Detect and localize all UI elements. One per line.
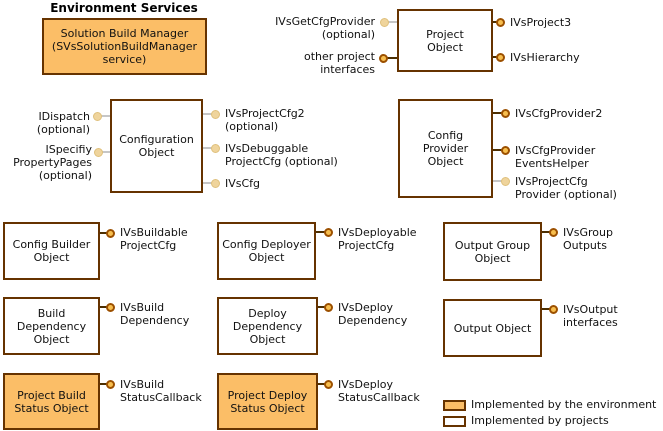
interface-label-ivsdeploystatuscallback: IVsDeploy StatusCallback: [338, 378, 420, 404]
connector-line-ivscfgprovidereventshelper: [493, 149, 505, 151]
interface-label-ivsoutputinterfaces: IVsOutput interfaces: [563, 303, 618, 329]
lollipop-icon-ivsbuilddependency: [106, 303, 115, 312]
config-builder-object-box: Config Builder Object: [3, 222, 100, 280]
solution-build-manager-box: Solution Build Manager (SVsSolutionBuild…: [42, 18, 207, 75]
interface-label-ivscfgprovidereventshelper: IVsCfgProvider EventsHelper: [515, 144, 596, 170]
interface-label-ivsdeploydependency: IVsDeploy Dependency: [338, 301, 408, 327]
deploy-dependency-object-box: Deploy Dependency Object: [217, 297, 318, 355]
connector-line-ivsprojectcfg2: [203, 113, 215, 115]
project-build-status-object-box: Project Build Status Object: [3, 373, 100, 430]
interface-label-ivsbuildableprojectcfg: IVsBuildable ProjectCfg: [120, 226, 188, 252]
lollipop-icon-other-project-interfaces: [379, 54, 388, 63]
lollipop-icon-ivsdebuggableprojectcfg: [211, 144, 220, 153]
lollipop-icon-ivsgroupoutputs: [549, 228, 558, 237]
connector-line-ivsoutputinterfaces: [542, 308, 553, 310]
interface-label-ivsbuilddependency: IVsBuild Dependency: [120, 301, 190, 327]
interface-label-ivsprojectcfg2: IVsProjectCfg2 (optional): [225, 107, 305, 133]
connector-line-ispecifiypropertypages: [98, 151, 110, 153]
connector-line-ivsdeploystatuscallback: [318, 383, 328, 385]
lollipop-icon-ivsdeploydependency: [324, 303, 333, 312]
project-object-box: Project Object: [397, 9, 493, 72]
interface-label-ivsgroupoutputs: IVsGroup Outputs: [563, 226, 613, 252]
output-group-object-box: Output Group Object: [443, 222, 542, 281]
lollipop-icon-ivsprojectcfgprovider: [501, 177, 510, 186]
output-object-box: Output Object: [443, 299, 542, 357]
connector-line-ivscfgprovider2: [493, 112, 505, 114]
config-deployer-object-box: Config Deployer Object: [217, 222, 316, 280]
interface-label-ispecifiypropertypages: ISpecifiy PropertyPages (optional): [13, 143, 92, 182]
lollipop-icon-ispecifiypropertypages: [94, 148, 103, 157]
lollipop-icon-ivsproject3: [496, 18, 505, 27]
connector-line-ivsbuildableprojectcfg: [100, 232, 110, 234]
connector-line-ivsdeployableprojectcfg: [316, 231, 328, 233]
lollipop-icon-ivscfgprovidereventshelper: [501, 146, 510, 155]
interface-label-ivsbuildstatuscallback: IVsBuild StatusCallback: [120, 378, 202, 404]
interface-label-ivscfgprovider2: IVsCfgProvider2: [515, 107, 603, 120]
connector-line-ivsbuildstatuscallback: [100, 383, 110, 385]
connector-line-idispatch: [97, 115, 110, 117]
legend-projects-swatch-icon: [443, 416, 466, 427]
legend-projects-label: Implemented by projects: [471, 414, 609, 427]
lollipop-icon-ivsdeployableprojectcfg: [324, 228, 333, 237]
lollipop-icon-ivsdeploystatuscallback: [324, 380, 333, 389]
interface-label-ivsproject3: IVsProject3: [510, 16, 572, 29]
diagram-title: Environment Services: [50, 1, 198, 15]
lollipop-icon-ivshierarchy: [496, 53, 505, 62]
interface-label-ivshierarchy: IVsHierarchy: [510, 51, 580, 64]
lollipop-icon-ivsprojectcfg2: [211, 110, 220, 119]
legend-environment-label: Implemented by the environment: [471, 398, 657, 411]
interface-label-ivscfg: IVsCfg: [225, 177, 261, 190]
lollipop-icon-ivsgetcfgprovider: [380, 18, 389, 27]
lollipop-icon-idispatch: [93, 112, 102, 121]
build-dependency-object-box: Build Dependency Object: [3, 297, 100, 355]
project-deploy-status-object-box: Project Deploy Status Object: [217, 373, 318, 430]
connector-line-ivsprojectcfgprovider: [493, 180, 505, 182]
lollipop-icon-ivsbuildstatuscallback: [106, 380, 115, 389]
interface-label-other-project-interfaces: other project interfaces: [304, 50, 375, 76]
interface-label-ivsdeployableprojectcfg: IVsDeployable ProjectCfg: [338, 226, 417, 252]
lollipop-icon-ivscfgprovider2: [501, 109, 510, 118]
configuration-object-box: Configuration Object: [110, 99, 203, 193]
connector-line-ivsdebuggableprojectcfg: [203, 147, 215, 149]
connector-line-ivscfg: [203, 182, 215, 184]
config-provider-object-box: Config Provider Object: [398, 99, 493, 198]
lollipop-icon-ivsbuildableprojectcfg: [106, 229, 115, 238]
interface-label-ivsgetcfgprovider: IVsGetCfgProvider (optional): [275, 15, 375, 41]
lollipop-icon-ivscfg: [211, 179, 220, 188]
lollipop-icon-ivsoutputinterfaces: [549, 305, 558, 314]
interface-label-ivsdebuggableprojectcfg: IVsDebuggable ProjectCfg (optional): [225, 142, 338, 168]
connector-line-other-project-interfaces: [383, 57, 397, 59]
legend-environment-swatch-icon: [443, 400, 466, 411]
connector-line-ivsgetcfgprovider: [384, 21, 397, 23]
connector-line-ivsdeploydependency: [318, 306, 328, 308]
interface-label-ivsprojectcfgprovider: IVsProjectCfg Provider (optional): [515, 175, 617, 201]
connector-line-ivsbuilddependency: [100, 306, 110, 308]
connector-line-ivsgroupoutputs: [542, 231, 553, 233]
interface-label-idispatch: IDispatch (optional): [36, 110, 90, 136]
